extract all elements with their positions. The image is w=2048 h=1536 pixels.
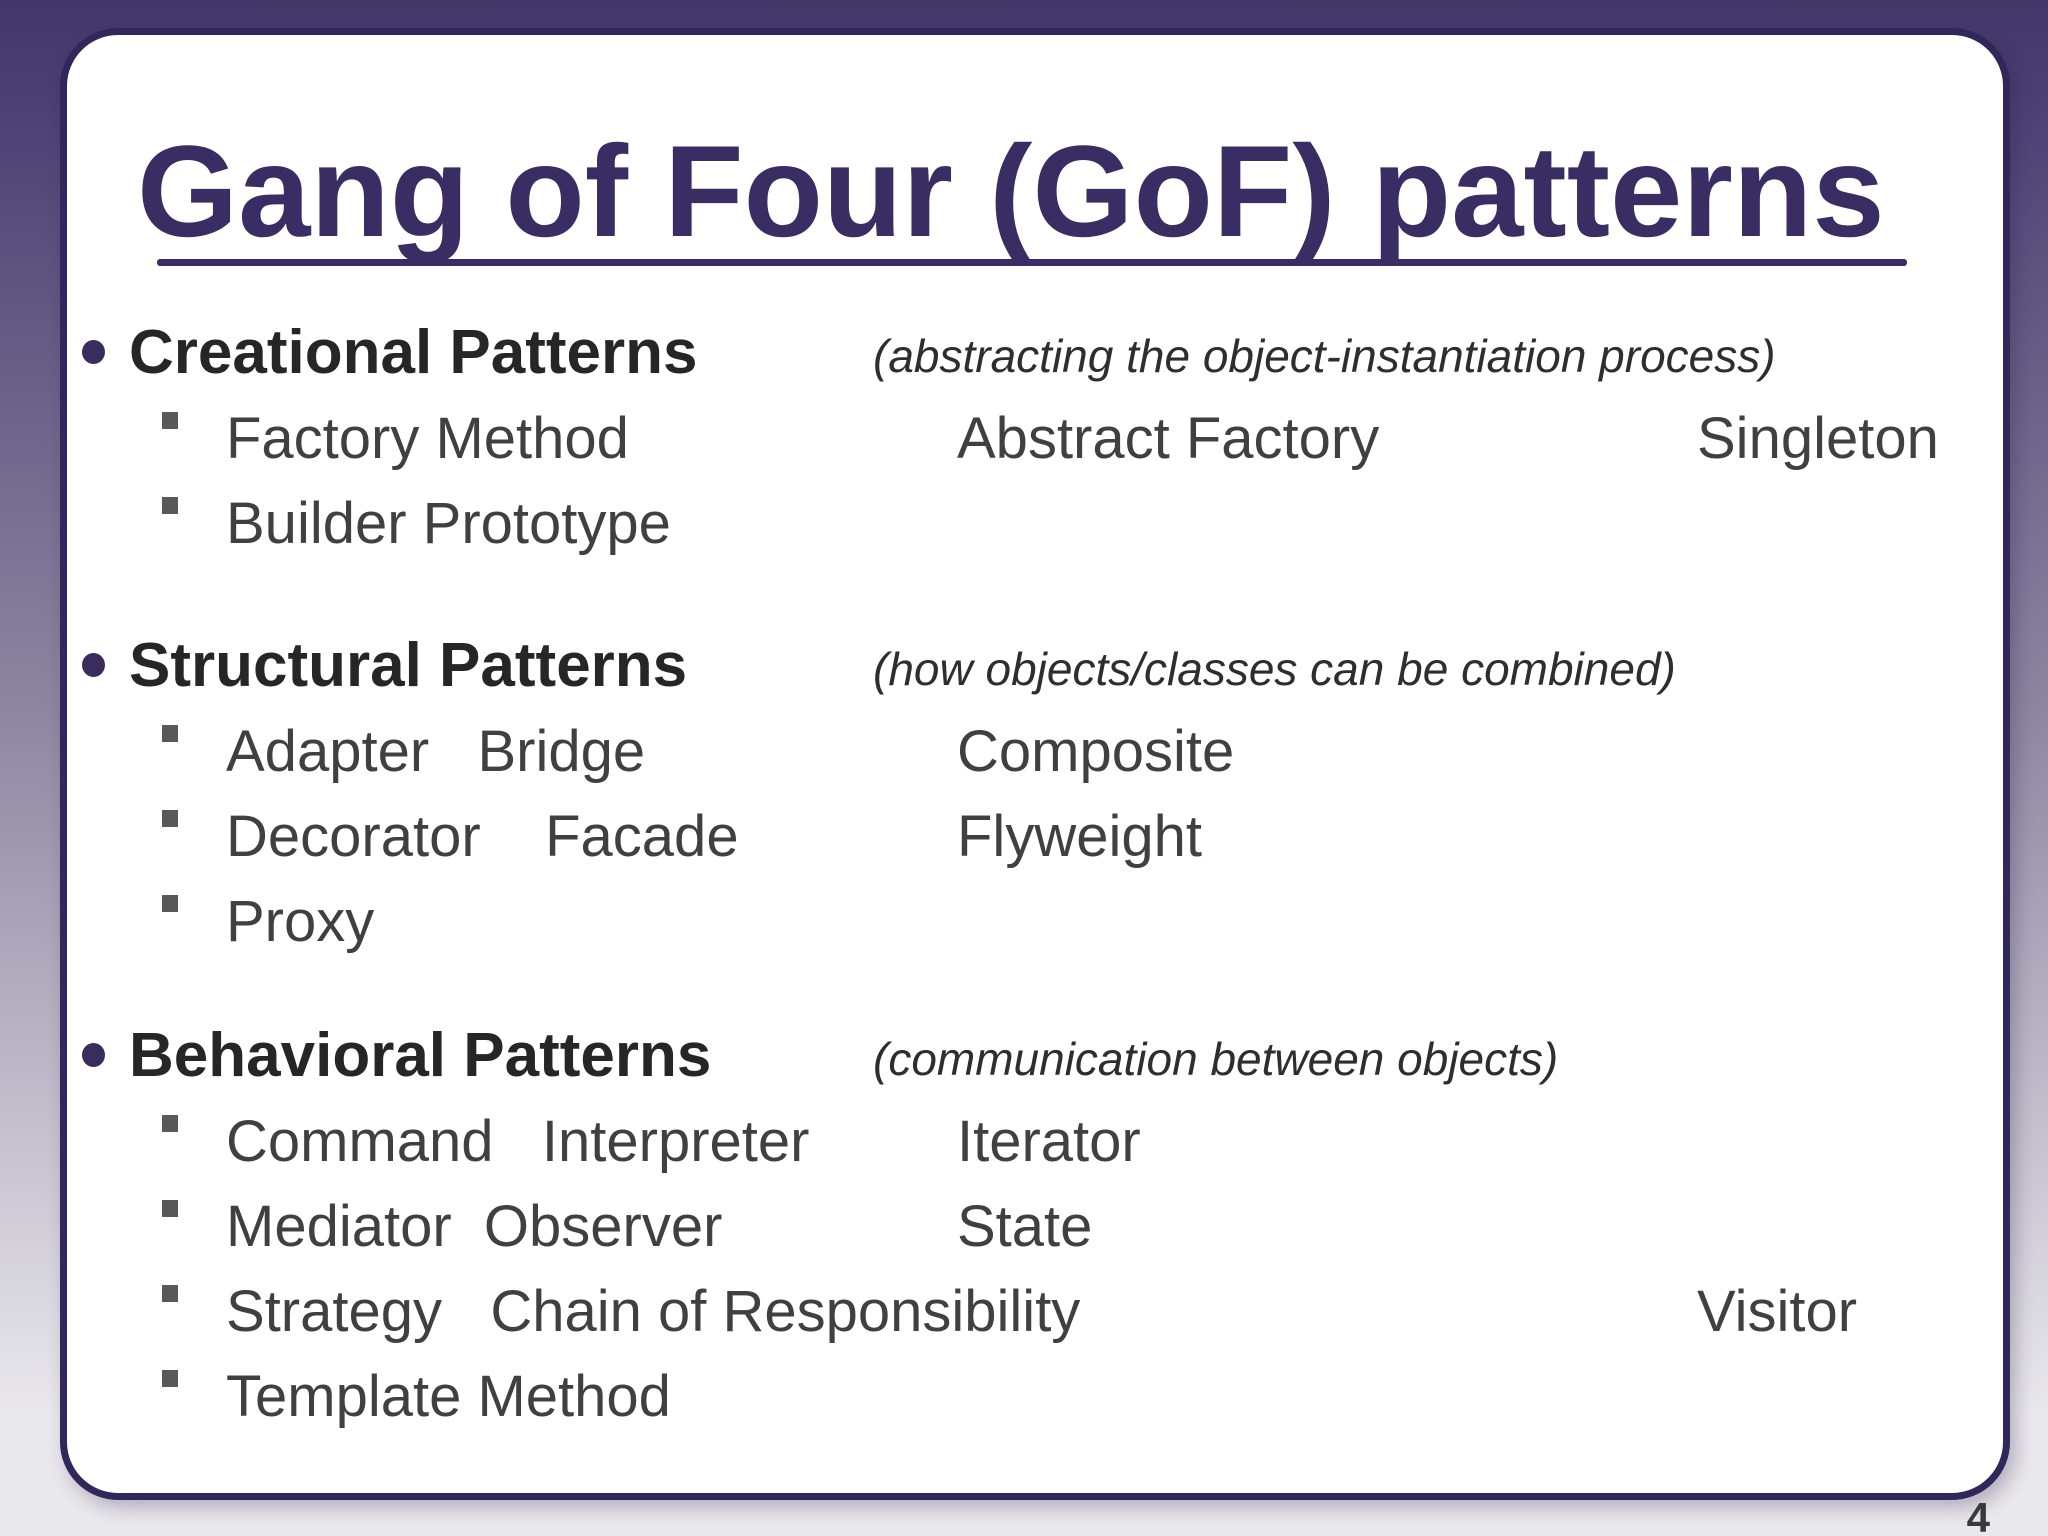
- pattern-cell-left: Builder Prototype: [226, 491, 671, 556]
- pattern-row: Strategy Chain of Responsibility Visitor: [67, 1269, 2003, 1354]
- pattern-cell-middle: Flyweight: [957, 804, 1202, 869]
- page-number: 4: [1966, 1494, 1990, 1536]
- section-heading: Structural Patterns: [129, 630, 688, 700]
- pattern-row: Builder Prototype: [67, 481, 2003, 566]
- section-creational: Creational Patterns (abstracting the obj…: [67, 308, 2003, 566]
- pattern-cell-left: Mediator Observer: [226, 1194, 723, 1259]
- pattern-cell-right: Visitor: [1697, 1279, 1858, 1344]
- square-bullet-icon: [162, 496, 178, 514]
- square-bullet-icon: [162, 411, 178, 429]
- section-heading: Creational Patterns: [129, 317, 698, 387]
- pattern-cell-middle: State: [957, 1194, 1093, 1259]
- section-behavioral: Behavioral Patterns (communication betwe…: [67, 1011, 2003, 1439]
- pattern-cell-left: Template Method: [226, 1364, 671, 1429]
- pattern-cell-left: Command Interpreter: [226, 1109, 810, 1174]
- pattern-cell-middle: Composite: [957, 719, 1235, 784]
- section-structural: Structural Patterns (how objects/classes…: [67, 621, 2003, 964]
- slide-title: Gang of Four (GoF) patterns: [137, 118, 1885, 264]
- section-heading: Behavioral Patterns: [129, 1020, 712, 1090]
- circle-bullet-icon: [82, 1043, 105, 1067]
- pattern-cell-middle: Iterator: [957, 1109, 1141, 1174]
- section-heading-row: Creational Patterns (abstracting the obj…: [67, 308, 2003, 396]
- pattern-cell-left: Adapter Bridge: [226, 719, 646, 784]
- square-bullet-icon: [162, 1114, 178, 1132]
- title-underline: [157, 259, 1907, 266]
- pattern-row: Factory Method Abstract Factory Singleto…: [67, 396, 2003, 481]
- pattern-cell-left: Proxy: [226, 889, 375, 954]
- pattern-row: Mediator Observer State: [67, 1184, 2003, 1269]
- section-annotation: (how objects/classes can be combined): [873, 643, 1676, 695]
- square-bullet-icon: [162, 809, 178, 827]
- square-bullet-icon: [162, 724, 178, 742]
- pattern-cell-right: Singleton: [1697, 406, 1939, 471]
- square-bullet-icon: [162, 1284, 178, 1302]
- square-bullet-icon: [162, 1369, 178, 1387]
- section-annotation: (communication between objects): [873, 1033, 1559, 1085]
- pattern-cell-left: Strategy Chain of Responsibility: [226, 1279, 1081, 1344]
- circle-bullet-icon: [82, 340, 105, 364]
- pattern-row: Decorator Facade Flyweight: [67, 794, 2003, 879]
- pattern-cell-left: Factory Method: [226, 406, 629, 471]
- section-annotation: (abstracting the object-instantiation pr…: [873, 330, 1776, 382]
- pattern-row: Template Method: [67, 1354, 2003, 1439]
- pattern-row: Command Interpreter Iterator: [67, 1099, 2003, 1184]
- pattern-cell-middle: Abstract Factory: [957, 406, 1380, 471]
- section-heading-row: Behavioral Patterns (communication betwe…: [67, 1011, 2003, 1099]
- slide-card: Gang of Four (GoF) patterns Creational P…: [60, 28, 2010, 1500]
- section-heading-row: Structural Patterns (how objects/classes…: [67, 621, 2003, 709]
- square-bullet-icon: [162, 1199, 178, 1217]
- square-bullet-icon: [162, 894, 178, 912]
- pattern-row: Adapter Bridge Composite: [67, 709, 2003, 794]
- pattern-row: Proxy: [67, 879, 2003, 964]
- circle-bullet-icon: [82, 653, 105, 677]
- pattern-cell-left: Decorator Facade: [226, 804, 739, 869]
